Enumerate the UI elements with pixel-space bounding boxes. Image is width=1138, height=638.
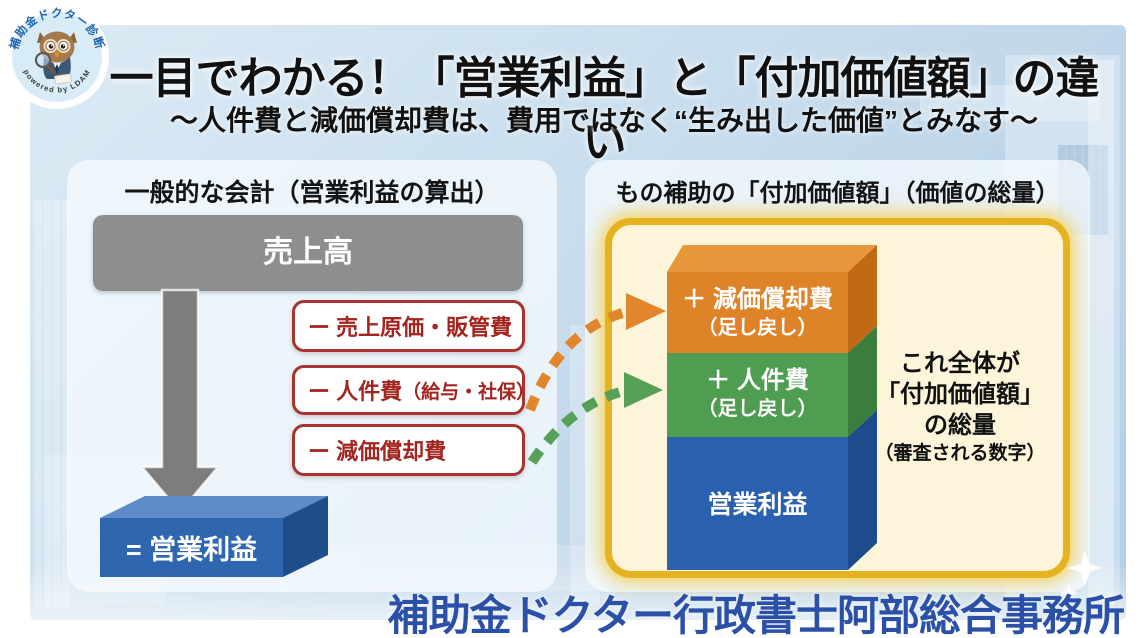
- note-line: これ全体が: [900, 350, 1020, 377]
- segment-label: ＋ 人件費: [706, 367, 809, 394]
- deduction-label: ー 売上原価・販管費: [308, 315, 513, 340]
- bar-segment-operating-profit: 営業利益: [667, 490, 848, 520]
- bar-segment-labor: ＋ 人件費 （足し戻し）: [667, 366, 848, 422]
- deduction-label: ー 減価償却費: [308, 439, 447, 464]
- total-note: これ全体が 「付加価値額」 の総量 （審査される数字）: [872, 348, 1048, 467]
- pixel-pattern: [34, 200, 70, 610]
- note-line: の総量: [924, 412, 996, 439]
- deduction-paren: （給与・社保）: [402, 381, 536, 403]
- owl-doctor-icon: [34, 31, 77, 85]
- deco-stripe: [1088, 60, 1114, 605]
- note-line: 「付加価値額」: [876, 381, 1044, 408]
- deco-stripe: [920, 85, 1100, 121]
- page-subtitle: ～人件費と減価償却費は、費用ではなく“生み出した価値”とみなす～: [169, 105, 1038, 136]
- page-title: 一目でわかる！「営業利益」と「付加価値額」の違い: [109, 54, 1100, 167]
- note-small: （審査される数字）: [874, 443, 1046, 464]
- segment-sublabel: （足し戻し）: [697, 317, 818, 339]
- segment-label: ＋ 減価償却費: [682, 286, 833, 313]
- deduction-box-cogs: ー 売上原価・販管費: [292, 300, 525, 352]
- brand-logo: 補助金ドクター診断 powered by LDAM: [5, 5, 109, 109]
- left-panel-title: 一般的な会計（営業利益の算出）: [124, 179, 500, 207]
- office-name: 補助金ドクター行政書士阿部総合事務所: [387, 594, 1125, 638]
- segment-label: 営業利益: [707, 491, 808, 519]
- bar-segment-depreciation: ＋ 減価償却費 （足し戻し）: [667, 285, 848, 341]
- operating-profit-result-label: = 営業利益: [125, 535, 258, 565]
- sales-box: 売上高: [93, 215, 523, 291]
- sales-box-label: 売上高: [263, 236, 353, 269]
- deduction-box-depreciation: ー 減価償却費: [292, 424, 525, 476]
- segment-sublabel: （足し戻し）: [697, 398, 818, 420]
- right-panel-title: もの補助の「付加価値額」（価値の総量）: [615, 180, 1060, 207]
- deduction-label: ー 人件費: [308, 379, 403, 404]
- deduction-box-labor: ー 人件費（給与・社保）: [292, 365, 535, 415]
